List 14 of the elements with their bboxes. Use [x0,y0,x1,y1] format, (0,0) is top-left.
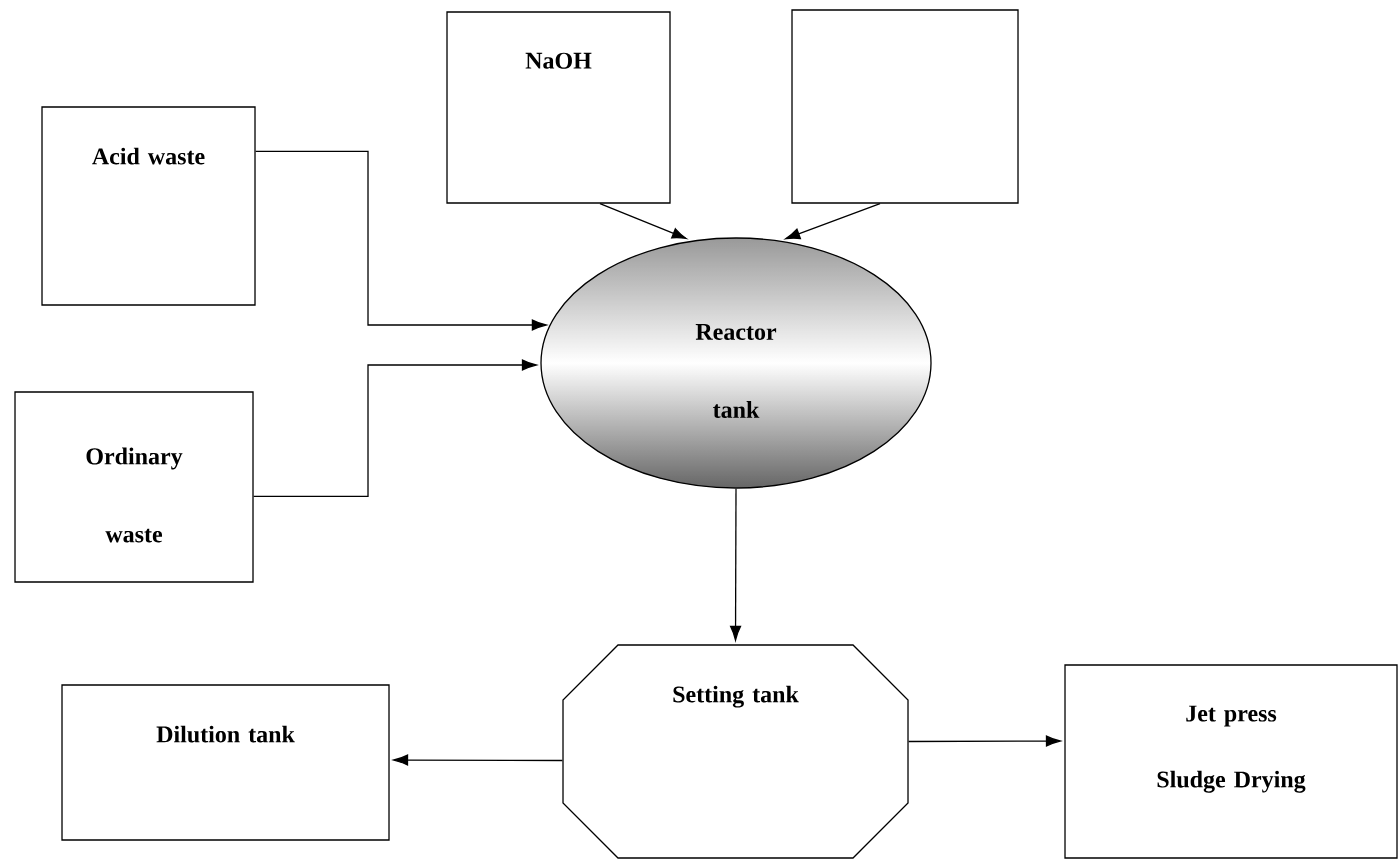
process-box: Dilution tank [61,684,390,841]
arrow [908,735,1061,747]
arrow [253,359,537,497]
arrow [599,203,687,240]
arrow [255,150,547,331]
arrow [730,488,742,641]
arrow [393,754,563,766]
tank-octagon: Setting tank [562,644,909,859]
process-box: Acid waste [41,106,256,306]
process-box [791,9,1019,204]
process-box: Ordinary waste [14,391,254,583]
process-box: NaOH [446,11,671,204]
arrow [785,203,881,240]
process-box: Jet press Sludge Drying [1064,664,1398,859]
